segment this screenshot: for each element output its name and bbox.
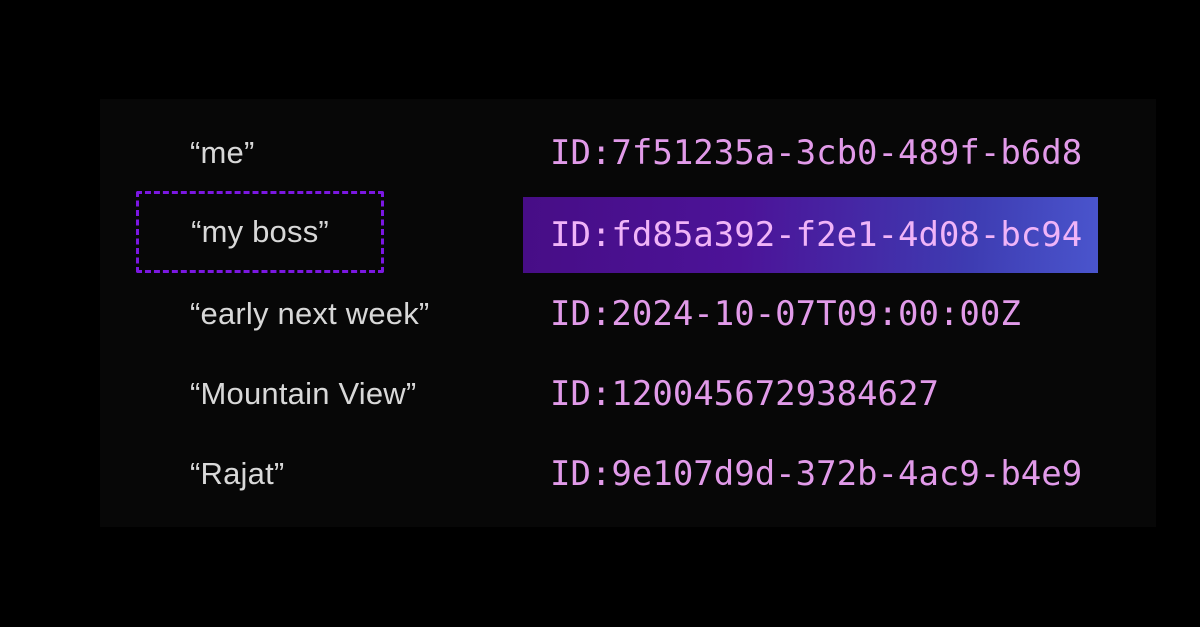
entity-label-text: “me” [190,135,255,170]
highlighted-id-chip: ID:fd85a392-f2e1-4d08-bc94 [523,197,1098,273]
entity-row: “early next week” ID:2024-10-07T09:00:00… [0,293,1200,335]
entity-label: “early next week” [190,293,429,335]
entity-label-text: “early next week” [190,296,430,331]
entity-id: ID:2024-10-07T09:00:00Z [550,293,1021,335]
selection-dashed-box: “my boss” [136,191,384,273]
entity-id: ID:9e107d9d-372b-4ac9-b4e9 [550,453,1082,495]
entity-label: “Mountain View” [190,373,416,415]
entity-label-text: “Rajat” [190,456,285,491]
entity-label: “Rajat” [190,453,284,495]
entity-id: ID:7f51235a-3cb0-489f-b6d8 [550,132,1082,174]
entity-row: “Mountain View” ID:1200456729384627 [0,373,1200,415]
entity-id-text: ID:7f51235a-3cb0-489f-b6d8 [550,133,1083,173]
entity-row: “me” ID:7f51235a-3cb0-489f-b6d8 [0,132,1200,174]
entity-row: “Rajat” ID:9e107d9d-372b-4ac9-b4e9 [0,453,1200,495]
entity-label-text: “Mountain View” [190,376,417,411]
entity-id-text: ID:1200456729384627 [550,374,939,414]
entity-id-text: ID:9e107d9d-372b-4ac9-b4e9 [550,454,1083,494]
entity-label-text: “my boss” [191,214,329,249]
entity-label: “me” [190,132,255,174]
entity-id-text: ID:fd85a392-f2e1-4d08-bc94 [550,215,1083,255]
entity-id-text: ID:2024-10-07T09:00:00Z [550,294,1021,334]
entity-row-highlighted: “my boss” ID:fd85a392-f2e1-4d08-bc94 [0,191,1200,273]
entity-id: ID:1200456729384627 [550,373,939,415]
